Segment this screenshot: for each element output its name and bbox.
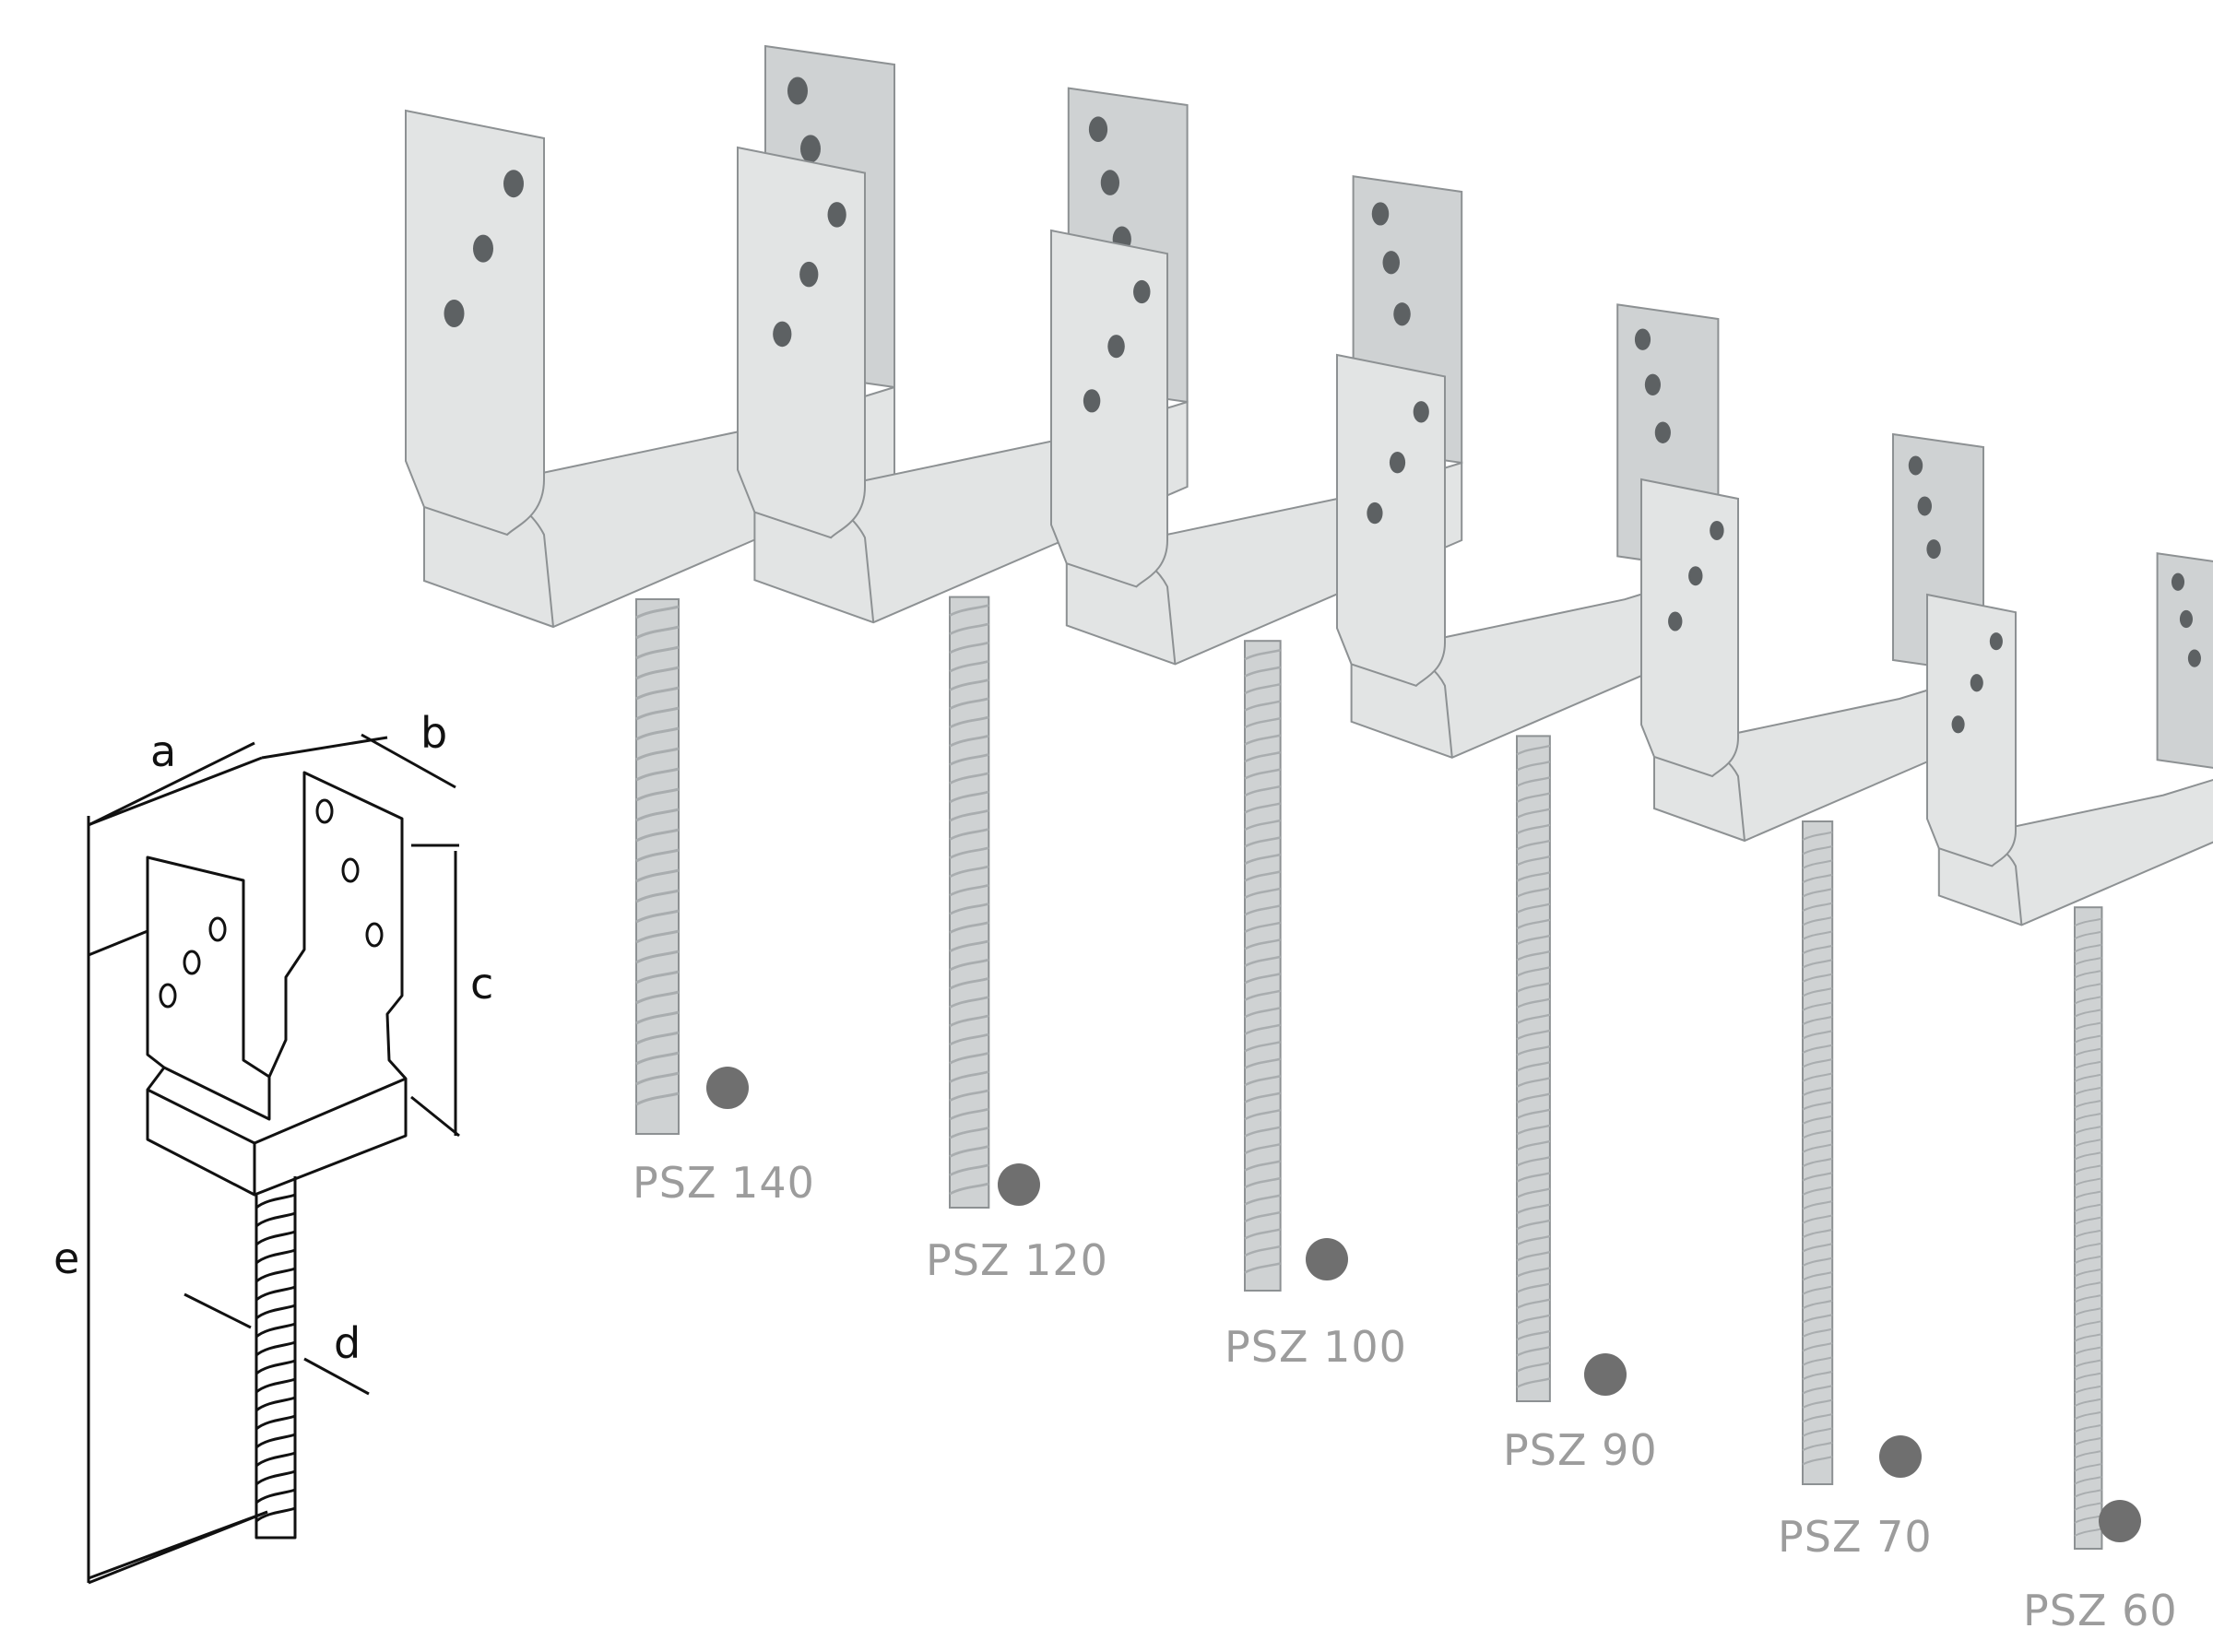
product-label-psz-120: PSZ 120 (926, 1235, 1108, 1285)
product-dot-psz-60 (2099, 1500, 2141, 1542)
product-label-psz-70: PSZ 70 (1778, 1512, 1933, 1562)
product-label-psz-60: PSZ 60 (2023, 1586, 2178, 1635)
product-dot-psz-140 (706, 1067, 749, 1109)
product-dot-psz-100 (1306, 1238, 1348, 1280)
product-label-psz-140: PSZ 140 (633, 1158, 815, 1208)
post-base-psz-60 (1926, 552, 2213, 1550)
dimension-label-e: e (53, 1233, 80, 1283)
product-label-psz-90: PSZ 90 (1503, 1425, 1658, 1475)
product-dot-psz-70 (1879, 1435, 1922, 1478)
dimension-label-c: c (470, 959, 494, 1009)
dimension-label-b: b (420, 708, 448, 758)
product-dot-psz-90 (1584, 1353, 1627, 1396)
product-dot-psz-120 (998, 1163, 1040, 1206)
post-base-psz-70 (1640, 432, 1984, 1485)
post-base-psz-90 (1336, 303, 1720, 1402)
product-label-psz-100: PSZ 100 (1225, 1322, 1407, 1372)
dimension-label-a: a (150, 726, 177, 776)
dimension-label-d: d (334, 1318, 361, 1368)
